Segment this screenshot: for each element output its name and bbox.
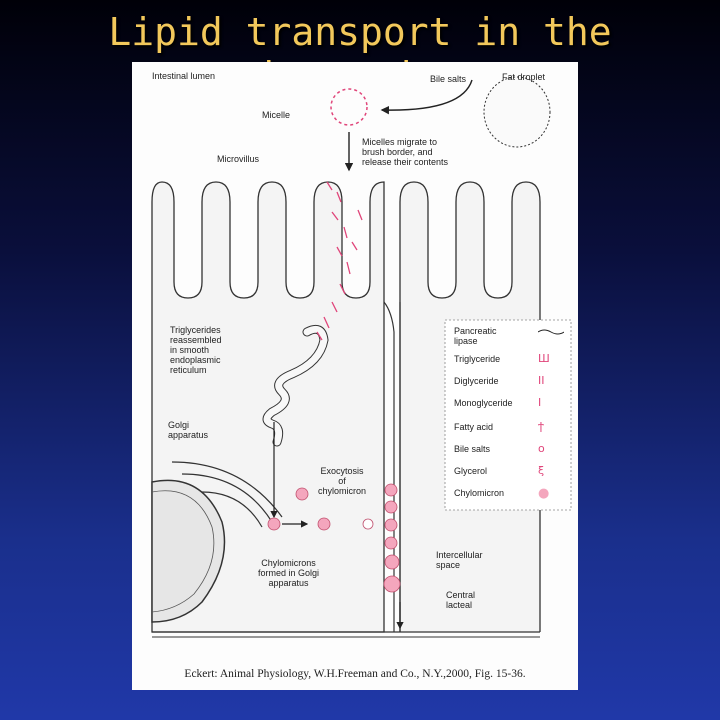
label-triglycerides: Triglycerides reassembled in smooth endo… bbox=[170, 325, 222, 375]
lipase-icon bbox=[538, 329, 564, 335]
legend-row-diglyceride: Diglyceride ΙΙ bbox=[448, 374, 578, 390]
legend-name: Glycerol bbox=[454, 466, 488, 476]
legend-row-fatty-acid: Fatty acid ϯ bbox=[448, 420, 578, 436]
legend-row-chylomicron: Chylomicron ● bbox=[448, 486, 578, 502]
label-fat-droplet: Fat droplet bbox=[502, 72, 546, 82]
diglyceride-icon: ΙΙ bbox=[538, 374, 545, 387]
micelle bbox=[330, 88, 368, 126]
fatty-acid-icon: ϯ bbox=[538, 420, 544, 433]
chylomicrons bbox=[267, 483, 401, 593]
legend-name: Pancreatic lipase bbox=[454, 326, 497, 346]
legend-row-bile-salts: Bile salts ο bbox=[448, 442, 578, 458]
label-chylomicrons-formed: Chylomicrons formed in Golgi apparatus bbox=[258, 558, 320, 588]
legend-box bbox=[444, 319, 572, 511]
bile-salt-icon: ο bbox=[538, 442, 545, 455]
label-lacteal: Central lacteal bbox=[446, 590, 476, 610]
legend-row-monoglyceride: Monoglyceride Ι bbox=[448, 396, 578, 412]
legend-row-pancreatic-lipase: Pancreatic lipase bbox=[448, 324, 578, 348]
legend: Pancreatic lipase Triglyceride Ш Diglycer… bbox=[448, 324, 572, 510]
monoglyceride-icon: Ι bbox=[538, 396, 542, 409]
label-micelle: Micelle bbox=[262, 110, 291, 120]
chylomicron-icon: ● bbox=[538, 486, 550, 501]
fat-droplet bbox=[483, 76, 551, 148]
fatty-acid-strand bbox=[316, 181, 363, 341]
nucleus bbox=[151, 479, 226, 623]
label-bile-salts: Bile salts bbox=[430, 74, 467, 84]
legend-name: Monoglyceride bbox=[454, 398, 513, 408]
bile-arrow bbox=[380, 79, 473, 115]
intercellular-space bbox=[383, 301, 401, 632]
legend-row-triglyceride: Triglyceride Ш bbox=[448, 352, 578, 368]
legend-name: Bile salts bbox=[454, 444, 491, 454]
label-exocytosis: Exocytosis of chylomicron bbox=[318, 466, 367, 496]
label-golgi: Golgi apparatus bbox=[168, 420, 209, 440]
triglyceride-icon: Ш bbox=[538, 352, 550, 365]
golgi-apparatus bbox=[171, 461, 283, 518]
citation: Eckert: Animal Physiology, W.H.Freeman a… bbox=[184, 668, 526, 680]
legend-name: Triglyceride bbox=[454, 354, 501, 364]
diagram-drawing bbox=[151, 76, 572, 638]
diagram-figure: Intestinal lumen Bile salts Fat droplet … bbox=[132, 62, 578, 690]
label-micelles-migrate: Micelles migrate to brush border, and re… bbox=[362, 137, 449, 167]
label-lumen: Intestinal lumen bbox=[152, 71, 216, 81]
label-intercellular: Intercellular space bbox=[436, 550, 483, 570]
label-microvillus: Microvillus bbox=[217, 154, 260, 164]
legend-row-glycerol: Glycerol ξ bbox=[448, 464, 578, 480]
legend-name: Chylomicron bbox=[454, 488, 505, 498]
legend-name: Diglyceride bbox=[454, 376, 499, 386]
legend-name: Fatty acid bbox=[454, 422, 494, 432]
glycerol-icon: ξ bbox=[538, 464, 545, 477]
